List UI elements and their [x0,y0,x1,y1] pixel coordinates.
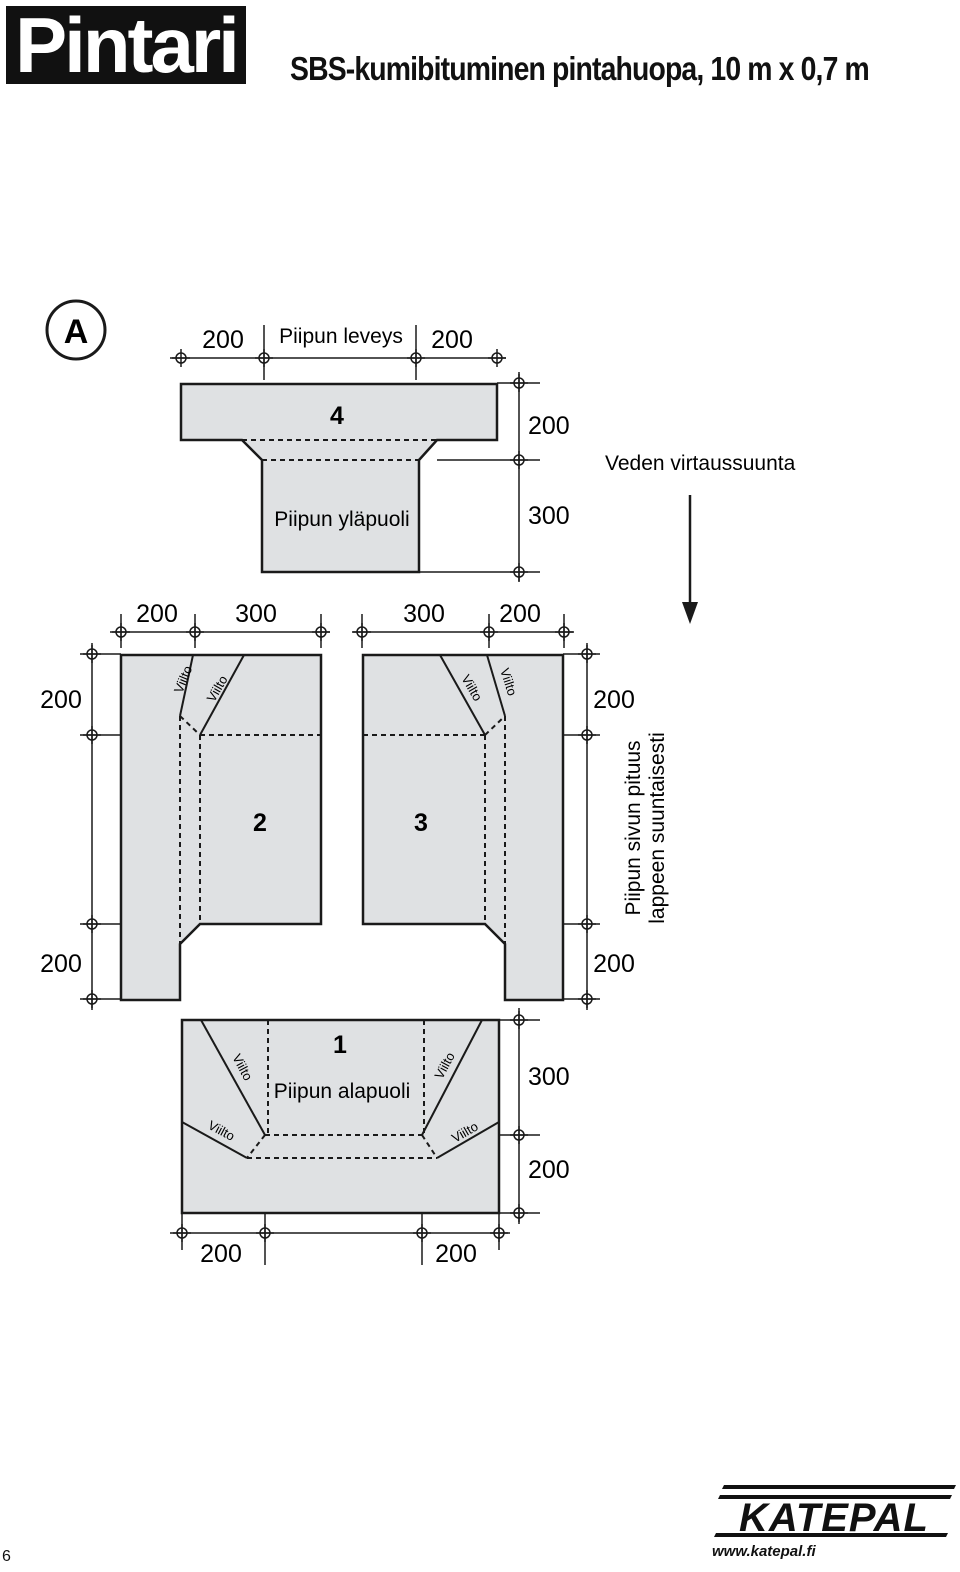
water-flow-label: Veden virtaussuunta [605,452,796,475]
figure-label-text: A [64,313,89,351]
piece-1: 1 Piipun alapuoli Viilto Viilto Viilto V… [180,1018,501,1215]
piece-4-label: Piipun yläpuoli [274,508,409,531]
piece-1-label: Piipun alapuoli [274,1080,411,1103]
mid-dim-c: 300 [403,600,445,628]
cutting-diagram: A 200 Piipun leveys 200 4 Piipun yläpuol… [40,299,796,1268]
piece-1-dim-bottom: 200 [528,1156,570,1184]
mid-dim-a: 200 [136,600,178,628]
water-flow-arrow-icon [682,602,698,624]
piece-2: 2 Viilto Viilto [119,653,323,1002]
katepal-logo-text: KATEPAL [739,1496,929,1540]
figure-label: A [45,299,107,361]
piece-3: 3 Viilto Viilto [361,653,565,1002]
mid-dim-d: 200 [499,600,541,628]
bottom-dimension: 200 200 [170,1213,510,1268]
left-side-dimension: 200 200 [40,643,121,1010]
page-number: 6 [2,1548,11,1565]
top-dimension: 200 Piipun leveys 200 [170,325,507,380]
page-title: SBS-kumibituminen pintahuopa, 10 m x 0,7… [290,50,870,87]
chimney-width-label: Piipun leveys [279,325,403,348]
piece-4-dimension: 200 300 [419,372,570,582]
brand-text: Pintari [15,1,237,88]
katepal-logo: KATEPAL www.katepal.fi [712,1485,956,1560]
piece-1-dim-top: 300 [528,1063,570,1091]
bottom-dim-left: 200 [200,1240,242,1268]
piece-3-number: 3 [414,809,428,837]
piece-4-number: 4 [330,402,344,430]
bottom-dim-right: 200 [435,1240,477,1268]
piece-1-number: 1 [333,1031,347,1059]
left-dim-bottom: 200 [40,950,82,978]
mid-dim-b: 300 [235,600,277,628]
right-dim-top: 200 [593,686,635,714]
pintari-logo: Pintari [6,1,246,88]
piece-4-dim-bottom: 300 [528,502,570,530]
side-note-line1: Piipun sivun pituus [622,740,645,915]
top-dim-left: 200 [202,326,244,354]
top-dim-right: 200 [431,326,473,354]
piece-2-number: 2 [253,809,267,837]
right-side-dimension: 200 200 [563,643,635,1010]
left-dim-top: 200 [40,686,82,714]
website-link[interactable]: www.katepal.fi [712,1543,816,1560]
piece-4: 4 Piipun yläpuoli [179,382,499,574]
side-length-note: Piipun sivun pituus lappeen suuntaisesti [622,732,669,923]
piece-1-dimension: 300 200 [499,1008,570,1224]
right-dim-bottom: 200 [593,950,635,978]
water-flow-indicator: Veden virtaussuunta [605,452,796,624]
middle-dimensions: 200 300 300 200 [110,600,574,648]
side-note-line2: lappeen suuntaisesti [646,732,669,923]
piece-4-dim-top: 200 [528,412,570,440]
